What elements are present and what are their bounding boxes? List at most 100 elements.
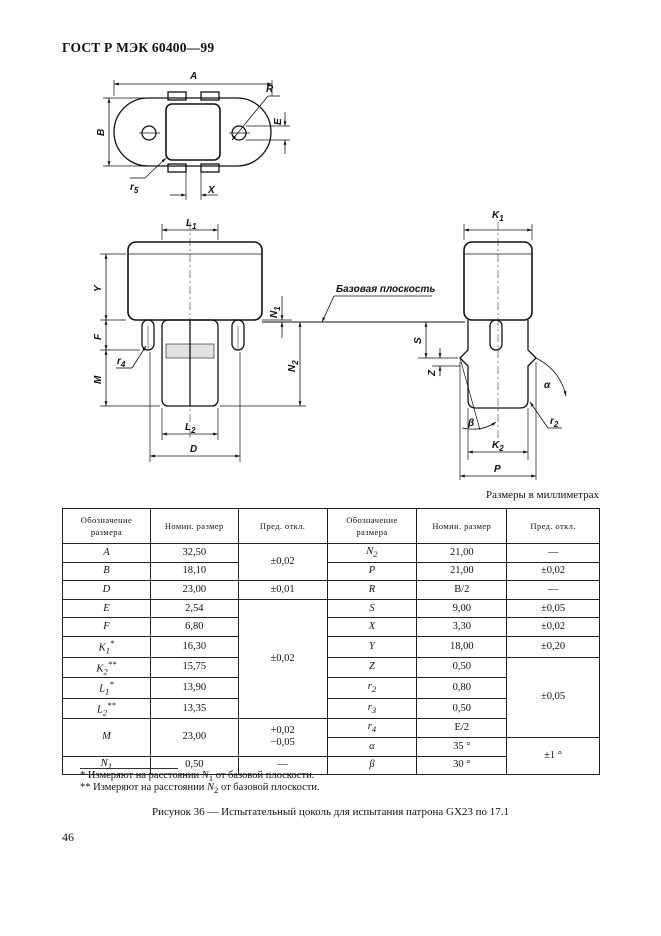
symbol-footnote-mark: *	[109, 679, 114, 690]
label-r5: r5	[130, 182, 139, 195]
footnote-1-sub: 1	[208, 773, 214, 784]
cell-nominal-right: E/2	[416, 718, 508, 738]
label-N2-sub: 2	[291, 360, 300, 366]
label-r2: r2	[550, 416, 559, 429]
cell-nominal-left: 13,35	[149, 697, 239, 720]
footnote-1-text-b: от базовой плоскости.	[213, 770, 315, 781]
header-symbol-left: Обозначение размера	[62, 508, 151, 544]
cell-tolerance-right: ±0,05	[506, 598, 600, 619]
cell-nominal-right: B/2	[416, 580, 508, 600]
cell-symbol-left: F	[62, 617, 151, 637]
label-K1: K1	[492, 210, 504, 223]
label-M: M	[93, 375, 104, 384]
label-N1-sub: 1	[273, 306, 282, 311]
footnote-rule	[80, 768, 178, 769]
cell-nominal-left: 23,00	[149, 580, 239, 600]
figure-caption: Рисунок 36 — Испытательный цоколь для ис…	[151, 806, 510, 818]
header-tolerance-left: Пред. откл.	[237, 508, 328, 544]
cell-symbol-left: L2**	[62, 697, 151, 720]
header-tolerance-right: Пред. откл.	[506, 508, 600, 544]
label-P: P	[494, 464, 501, 475]
symbol-letter: r	[367, 701, 372, 713]
cell-nominal-right: 35 °	[416, 736, 508, 757]
cell-symbol-right: N2	[326, 543, 418, 563]
label-K2-main: K	[492, 440, 500, 451]
cell-tolerance-right: ±0,02	[506, 561, 600, 582]
cell-symbol-right: r3	[326, 697, 418, 720]
label-K1-main: K	[492, 210, 500, 221]
symbol-letter: Y	[369, 640, 375, 652]
footnote-2-text-a: ** Измеряют на расстоянии	[80, 782, 207, 793]
label-K1-sub: 1	[499, 214, 504, 223]
technical-drawing: A R B E r5 X L1 K1 Y N1 Базовая плоскост…	[93, 71, 567, 480]
label-Z: Z	[427, 369, 438, 377]
label-L1: L1	[186, 218, 197, 231]
cell-symbol-left: M	[62, 718, 151, 757]
label-r5-sub: 5	[134, 186, 139, 195]
symbol-letter: N	[366, 545, 374, 557]
footnote-2-symbol: N	[206, 782, 214, 793]
symbol-letter: E	[103, 602, 110, 614]
footnote-1: * Измеряют на расстоянии N1 от базовой п…	[80, 770, 314, 783]
symbol-footnote-mark: **	[107, 658, 117, 669]
header-nominal-left: Номин. размер	[149, 508, 239, 544]
dimensions-table: Обозначение размера Номин. размер Пред. …	[62, 508, 600, 776]
label-r4: r4	[117, 356, 126, 369]
cell-symbol-left: D	[62, 580, 151, 600]
cell-nominal-left: 6,80	[149, 617, 239, 637]
cell-nominal-left: 32,50	[149, 543, 239, 563]
symbol-letter: K	[96, 663, 104, 675]
label-alpha: α	[544, 380, 551, 391]
symbol-letter: Z	[369, 661, 375, 673]
label-L1-sub: 1	[192, 222, 197, 231]
cell-symbol-left: L1*	[62, 677, 151, 699]
label-r2-main: r	[550, 416, 555, 427]
label-F: F	[93, 333, 104, 340]
label-N2: N2	[287, 360, 300, 372]
symbol-subscript: 4	[371, 724, 377, 735]
cell-symbol-left: K2**	[62, 656, 151, 679]
cell-nominal-right: 9,00	[416, 598, 508, 619]
cell-nominal-left: 2,54	[149, 598, 239, 619]
symbol-letter: F	[103, 621, 110, 633]
symbol-letter: β	[369, 759, 375, 771]
page-number: 46	[62, 830, 74, 844]
label-B: B	[96, 129, 107, 136]
symbol-letter: r	[367, 680, 372, 692]
symbol-letter: X	[368, 621, 376, 633]
cell-tolerance-right: ±1 °	[506, 736, 600, 776]
document-header: ГОСТ Р МЭК 60400—99	[62, 40, 215, 55]
cell-tolerance-left: ±0,02	[237, 598, 328, 720]
symbol-subscript: 1	[104, 686, 110, 697]
label-L1-main: L	[186, 218, 192, 229]
cell-nominal-right: 21,00	[416, 543, 508, 563]
cell-symbol-left: A	[62, 543, 151, 563]
symbol-letter: D	[102, 583, 111, 595]
cell-tolerance-right: ±0,20	[506, 635, 600, 658]
cell-nominal-right: 30 °	[416, 755, 508, 776]
cell-nominal-right: 0,80	[416, 677, 508, 699]
header-nominal-right: Номин. размер	[416, 508, 508, 544]
cell-symbol-right: Z	[326, 656, 418, 679]
symbol-letter: r	[367, 721, 372, 733]
label-S: S	[413, 337, 424, 344]
cell-nominal-left: 0,50	[149, 755, 239, 776]
symbol-letter: α	[369, 740, 375, 752]
symbol-letter: M	[102, 731, 111, 743]
cell-symbol-right: P	[326, 561, 418, 582]
label-r4-sub: 4	[120, 360, 126, 369]
label-beta: β	[467, 418, 474, 429]
symbol-footnote-mark: **	[107, 699, 116, 710]
symbol-subscript: 3	[371, 704, 377, 715]
cell-symbol-left: N1	[62, 755, 151, 776]
symbol-letter: P	[368, 565, 376, 577]
label-A: A	[189, 71, 197, 82]
label-R: R	[266, 84, 274, 95]
